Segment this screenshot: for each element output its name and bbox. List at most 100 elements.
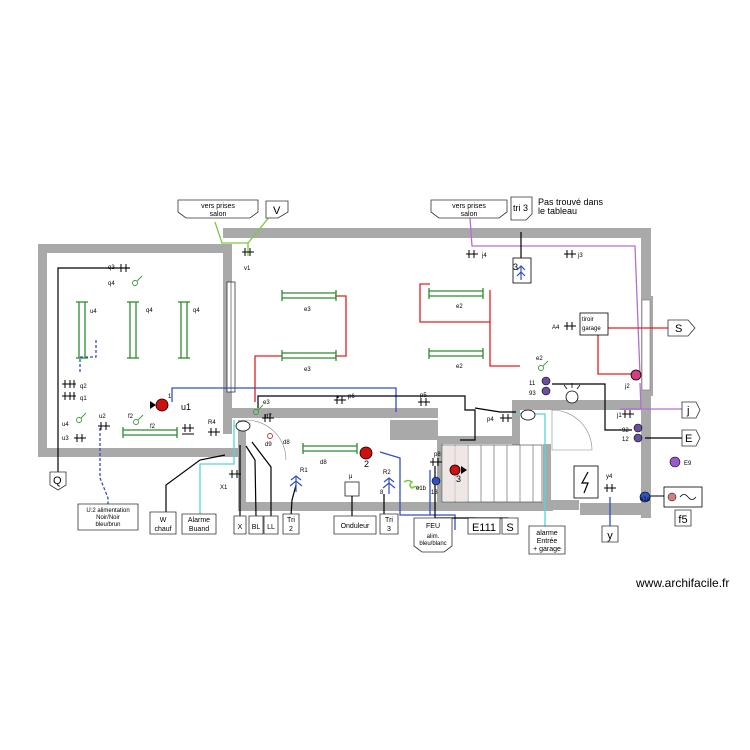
element-label: A4 — [552, 325, 560, 331]
callout-BL: BL — [248, 515, 264, 535]
element-label: 12 — [622, 437, 629, 443]
element-label: R4 — [208, 420, 216, 426]
svg-text:E: E — [685, 433, 692, 445]
wall — [238, 502, 553, 511]
wall — [543, 444, 551, 504]
svg-text:Entrée: Entrée — [537, 538, 558, 545]
element-label: p8 — [434, 452, 441, 458]
pas-trouve-label: le tableau — [538, 206, 577, 216]
three-phase-box — [512, 257, 532, 284]
element-label: p4 — [487, 417, 494, 423]
watermark: www.archifacile.fr — [636, 576, 730, 590]
svg-text:S: S — [506, 522, 513, 534]
purple-sockets — [431, 376, 681, 503]
tube-d8 — [302, 443, 358, 454]
element-label: e1a — [640, 497, 651, 503]
svg-text:V: V — [273, 205, 281, 217]
black-wire — [57, 267, 116, 472]
element-label: j3 — [577, 253, 583, 259]
outlet-1 — [155, 398, 169, 412]
black-wire — [257, 395, 339, 408]
callout-LL: LL — [263, 515, 279, 535]
callout-y: y — [601, 525, 619, 543]
element-label: u4 — [90, 309, 97, 315]
callout-E111: E111 — [467, 517, 501, 535]
element-label: R2 — [383, 470, 391, 476]
element-label: e2 — [456, 304, 463, 310]
callout-E: E — [681, 429, 701, 447]
lamp-icon — [235, 420, 251, 432]
black-wire — [165, 454, 226, 512]
element-label: 13 — [431, 490, 438, 496]
switch-p8 — [430, 458, 442, 466]
element-label: j1 — [616, 413, 622, 419]
tube-q4b — [178, 301, 190, 359]
red-wire — [489, 322, 520, 367]
callout-w-chauf: W chauf — [149, 511, 177, 535]
callout-u2-alim: U:2 alimentation Noir/Noir bleu/brun — [77, 503, 139, 531]
svg-text:2: 2 — [289, 526, 293, 533]
callout-f5: f5 — [674, 509, 692, 527]
switch-u2 — [98, 422, 110, 430]
tube-u4 — [76, 301, 88, 359]
black-wire — [552, 383, 632, 431]
element-label: 2 — [364, 459, 369, 469]
wall — [512, 400, 520, 445]
purple-wire — [469, 217, 641, 376]
garage-box — [579, 312, 609, 336]
svg-text:alim.: alim. — [427, 534, 440, 540]
wall — [549, 500, 579, 510]
svg-text:Tri: Tri — [287, 517, 295, 524]
svg-text:S: S — [675, 323, 682, 335]
svg-text:LL: LL — [267, 524, 275, 531]
svg-text:chauf: chauf — [154, 526, 171, 533]
green-wire — [214, 221, 249, 256]
coil-icon — [403, 479, 421, 489]
svg-text:bleu/blanc: bleu/blanc — [419, 541, 446, 547]
switch-q2 — [62, 380, 76, 388]
svg-text:salon: salon — [210, 211, 227, 218]
element-label: e2 — [536, 356, 543, 362]
element-label: E9 — [684, 461, 692, 467]
green-wire — [247, 215, 271, 244]
svg-text:y: y — [607, 530, 613, 542]
walls — [38, 228, 653, 518]
element-label: 92 — [622, 428, 629, 434]
tube-e3a — [281, 290, 337, 301]
element-label: R1 — [300, 468, 308, 474]
svg-text:E111: E111 — [472, 522, 496, 534]
element-label: q4 — [146, 308, 153, 314]
element-label: 11 — [529, 381, 536, 387]
switch-v1 — [242, 248, 254, 256]
outlet-2 — [359, 446, 373, 460]
switch-X1 — [229, 470, 241, 478]
switch-p6 — [334, 396, 346, 404]
switch-j4 — [466, 250, 478, 258]
red-wire — [597, 328, 636, 375]
onduleur-box — [344, 481, 360, 497]
element-label: e2 — [456, 364, 463, 370]
element-label: q3 — [108, 265, 115, 271]
callout-Q: Q — [49, 471, 67, 491]
switch-j1 — [622, 410, 634, 418]
door-swing — [551, 409, 593, 451]
element-label: u1 — [181, 402, 191, 412]
callout-V: V — [265, 200, 289, 219]
element-label: j4 — [481, 253, 487, 259]
svg-text:X: X — [238, 524, 243, 531]
tube-e2a — [428, 288, 484, 299]
outlet-j2 — [630, 369, 642, 381]
switch-R4 — [208, 428, 220, 436]
black-wire — [474, 407, 516, 413]
element-label: u3 — [62, 436, 69, 442]
callout-feu: FEU alim. bleu/blanc — [413, 517, 453, 553]
black-wire — [245, 445, 257, 517]
callout-alarme-entree: alarme Entrée + garage — [528, 525, 566, 555]
svg-text:Q: Q — [53, 475, 62, 487]
wall — [38, 448, 238, 457]
svg-text:f5: f5 — [678, 514, 687, 526]
element-label: p5 — [420, 393, 427, 399]
element-label: d7 — [265, 414, 272, 420]
lamp-icon — [565, 390, 579, 404]
red-wire — [419, 283, 491, 323]
